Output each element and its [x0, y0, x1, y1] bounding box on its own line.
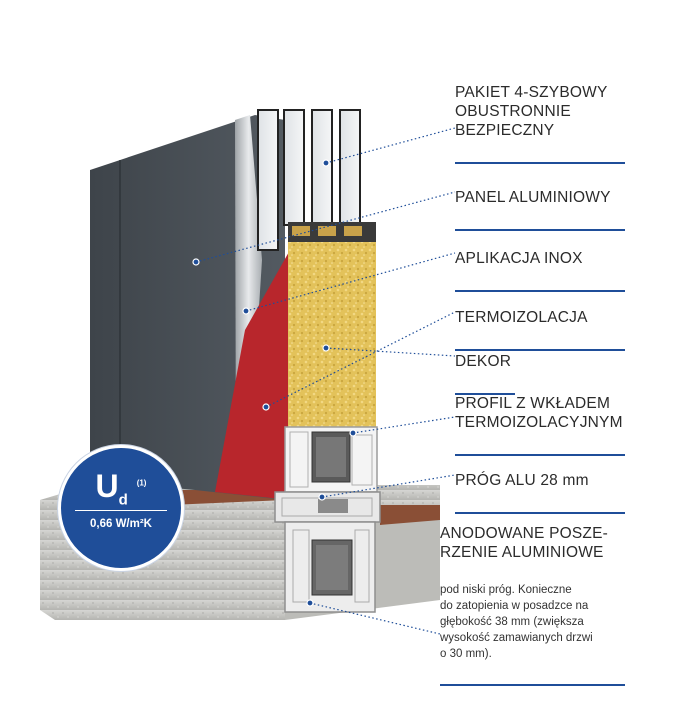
thermal-transmittance-badge: Ud (1) 0,66 W/m²K	[58, 445, 184, 571]
leader-thermal-profile-dot	[349, 429, 357, 437]
anodised-extension	[284, 521, 376, 613]
glass-package	[257, 109, 376, 251]
label-thermal-profile: PROFIL Z WKŁADEM TERMOIZOLACYJNYM	[455, 375, 625, 456]
label-decor: DEKOR	[455, 333, 515, 395]
leader-threshold	[321, 474, 456, 498]
leader-decor	[325, 347, 456, 357]
leader-glass-package-dot	[322, 159, 330, 167]
leader-thermal-profile	[352, 416, 456, 434]
badge-superscript: (1)	[136, 478, 147, 488]
thermal-insulation	[288, 242, 376, 427]
leader-thermal-insulation	[265, 311, 456, 408]
label-title: ANODOWANE POSZE- RZENIE ALUMINIOWE	[440, 525, 608, 561]
label-anodised-extension: ANODOWANE POSZE- RZENIE ALUMINIOWE pod n…	[440, 505, 625, 686]
decor-layer	[215, 250, 290, 500]
label-inox-application: APLIKACJA INOX	[455, 230, 625, 292]
label-title: PRÓG ALU 28 mm	[455, 472, 589, 489]
label-title: PANEL ALUMINIOWY	[455, 189, 611, 206]
leader-lines	[192, 127, 456, 635]
thermal-profile	[284, 426, 378, 493]
wood-floor	[380, 505, 440, 525]
label-title: TERMOIZOLACJA	[455, 309, 588, 326]
leader-inox-application	[245, 252, 456, 312]
leader-aluminium-panel	[195, 191, 456, 263]
leader-anodised-extension-dot	[306, 599, 314, 607]
label-glass-package: PAKIET 4-SZYBOWY OBUSTRONNIE BEZPIECZNY	[455, 64, 625, 164]
leader-thermal-insulation-dot	[262, 403, 270, 411]
label-aluminium-panel: PANEL ALUMINIOWY	[455, 169, 625, 231]
label-thermal-insulation: TERMOIZOLACJA	[455, 289, 625, 351]
badge-symbol-main: U	[95, 468, 119, 504]
label-title: PAKIET 4-SZYBOWY OBUSTRONNIE BEZPIECZNY	[455, 84, 608, 139]
badge-subscript: d	[118, 491, 128, 509]
leader-aluminium-panel-dot	[192, 258, 200, 266]
label-title: PROFIL Z WKŁADEM TERMOIZOLACYJNYM	[455, 395, 623, 431]
leader-decor-dot	[322, 344, 330, 352]
badge-value: 0,66 W/m²K	[90, 518, 152, 530]
leader-inox-application-dot	[242, 307, 250, 315]
badge-symbol: Ud (1)	[61, 468, 181, 508]
leader-threshold-dot	[318, 493, 326, 501]
label-threshold: PRÓG ALU 28 mm	[455, 452, 625, 514]
badge-divider	[75, 510, 167, 511]
label-title: APLIKACJA INOX	[455, 250, 583, 267]
label-title: DEKOR	[455, 353, 512, 370]
aluminium-threshold	[274, 491, 381, 523]
label-description: pod niski próg. Konieczne do zatopienia …	[440, 584, 593, 660]
